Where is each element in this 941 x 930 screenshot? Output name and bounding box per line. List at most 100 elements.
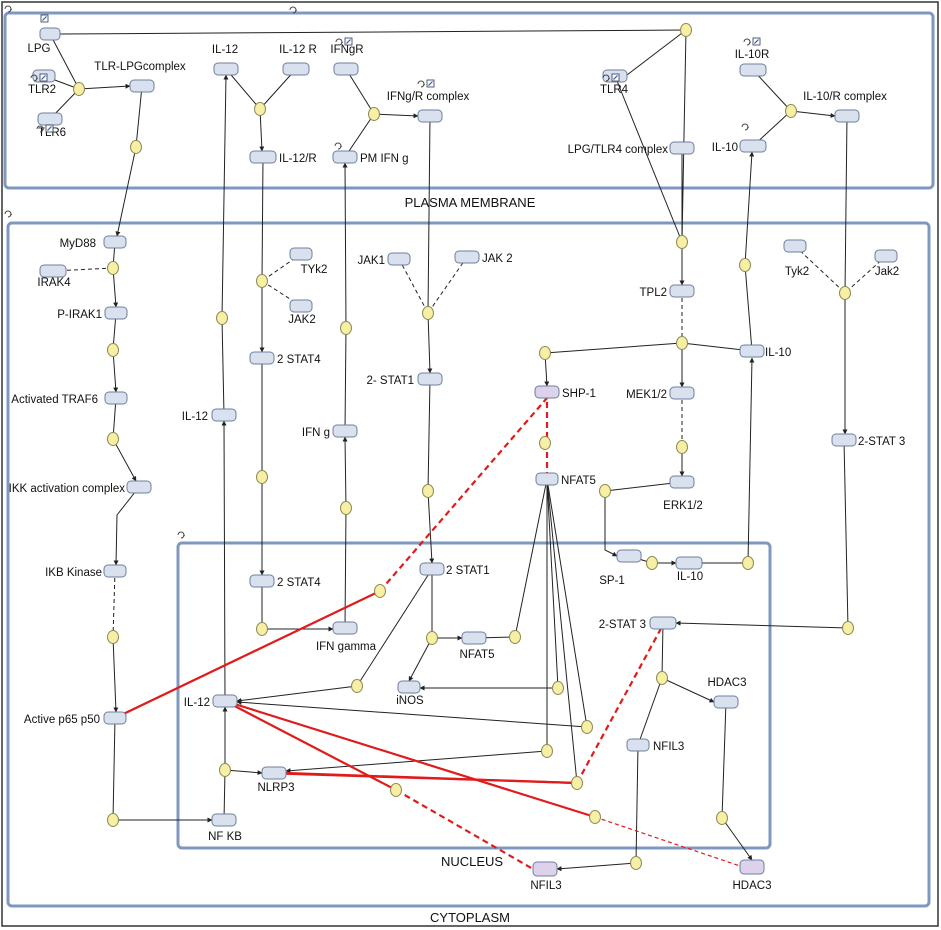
plasma-membrane-compartment[interactable]	[3, 11, 935, 190]
species-node-il10-nucleus[interactable]	[675, 556, 703, 570]
species-node-tlr6[interactable]	[37, 112, 63, 126]
process-node-p27[interactable]	[739, 258, 751, 272]
process-node-p3[interactable]	[130, 140, 142, 154]
species-node-lpg-tlr4-complex[interactable]	[669, 141, 695, 155]
species-node-ikk-activation-complex[interactable]	[126, 480, 152, 494]
species-node-hdac3-target[interactable]	[739, 859, 765, 875]
process-node-p12[interactable]	[107, 813, 119, 827]
process-node-p39[interactable]	[656, 671, 668, 685]
process-node-p21[interactable]	[426, 631, 438, 645]
process-node-p22[interactable]	[539, 346, 551, 360]
edge-81	[604, 491, 618, 557]
process-node-p5[interactable]	[368, 107, 380, 121]
process-node-p32[interactable]	[509, 630, 521, 644]
process-node-p11[interactable]	[107, 630, 119, 644]
species-node-nlrp3[interactable]	[261, 766, 287, 780]
species-node-il10-r-complex[interactable]	[834, 109, 860, 123]
process-node-p15[interactable]	[256, 470, 268, 484]
process-node-p13[interactable]	[216, 311, 228, 325]
species-node-il12-nucleus[interactable]	[212, 694, 238, 708]
species-node-ifn-gamma-nucleus[interactable]	[332, 621, 358, 635]
process-node-p1[interactable]	[680, 23, 692, 37]
species-node-ikb-kinase[interactable]	[103, 564, 127, 578]
species-node-ifngr[interactable]	[333, 62, 359, 76]
process-node-p31[interactable]	[742, 556, 754, 570]
process-node-p9[interactable]	[107, 343, 119, 357]
species-node-stat4-cytoplasm[interactable]	[249, 351, 275, 365]
species-node-inos[interactable]	[397, 680, 421, 694]
process-node-p17[interactable]	[340, 321, 352, 335]
process-node-p6[interactable]	[676, 235, 688, 249]
species-node-stat1-nucleus[interactable]	[419, 562, 445, 576]
species-node-stat1-cytoplasm[interactable]	[417, 372, 443, 386]
process-node-p28[interactable]	[839, 286, 851, 300]
species-node-pm-ifng[interactable]	[332, 150, 358, 164]
process-node-p10[interactable]	[107, 432, 119, 446]
process-node-p33[interactable]	[541, 744, 553, 758]
process-node-p41[interactable]	[351, 679, 363, 693]
species-node-stat3-cytoplasm[interactable]	[831, 433, 857, 447]
process-node-p19[interactable]	[422, 306, 434, 320]
species-node-tyk2-il10[interactable]	[783, 239, 807, 253]
species-node-il10-membrane[interactable]	[739, 139, 767, 153]
species-node-shp1[interactable]	[534, 385, 560, 399]
species-node-jak2-il12[interactable]	[289, 299, 313, 313]
process-node-p8[interactable]	[107, 261, 119, 275]
process-node-p38[interactable]	[630, 856, 642, 870]
process-node-p18[interactable]	[340, 501, 352, 515]
species-node-p-irak1[interactable]	[104, 306, 128, 320]
process-node-p34[interactable]	[552, 681, 564, 695]
species-node-ifng-cytoplasm[interactable]	[332, 424, 358, 438]
species-node-il10-cytoplasm[interactable]	[739, 344, 765, 358]
process-node-p29[interactable]	[842, 621, 854, 635]
process-node-p25[interactable]	[676, 336, 688, 350]
process-node-p36[interactable]	[571, 776, 583, 790]
species-node-ifng-r-complex[interactable]	[417, 109, 443, 123]
nucleus-compartment[interactable]	[176, 541, 772, 850]
process-node-p7[interactable]	[785, 104, 797, 118]
process-node-p35[interactable]	[581, 720, 593, 734]
species-node-irak4[interactable]	[39, 264, 67, 278]
species-node-lpg[interactable]	[39, 27, 61, 41]
process-node-p23[interactable]	[539, 436, 551, 450]
process-node-p30[interactable]	[646, 556, 658, 570]
species-node-il10r[interactable]	[739, 63, 767, 77]
species-node-nfat5-nucleus[interactable]	[461, 631, 487, 645]
species-node-il12-cytoplasm[interactable]	[211, 408, 237, 422]
process-node-p14[interactable]	[256, 274, 268, 288]
species-node-tyk2-il12[interactable]	[289, 247, 313, 261]
process-node-p42[interactable]	[374, 584, 386, 598]
process-node-p16[interactable]	[256, 622, 268, 636]
process-node-p26[interactable]	[676, 440, 688, 454]
species-node-il12-r-complex[interactable]	[249, 150, 277, 164]
process-node-p2[interactable]	[73, 82, 85, 96]
process-node-p40[interactable]	[716, 811, 728, 825]
species-node-hdac3-nucleus[interactable]	[713, 695, 739, 709]
species-node-nfkb[interactable]	[211, 813, 237, 827]
process-node-p20[interactable]	[422, 484, 434, 498]
process-node-p24[interactable]	[599, 484, 611, 498]
species-node-tlr-lpg-complex[interactable]	[129, 79, 155, 93]
species-node-myd88[interactable]	[103, 235, 127, 249]
process-node-p37[interactable]	[589, 810, 601, 824]
species-node-sp1[interactable]	[616, 549, 642, 563]
species-node-jak2-ifng[interactable]	[454, 250, 480, 264]
species-node-activated-traf6[interactable]	[104, 391, 128, 405]
species-node-active-p65-p50[interactable]	[103, 711, 127, 725]
species-node-jak1[interactable]	[387, 252, 411, 266]
process-node-p44[interactable]	[390, 783, 402, 797]
species-node-mek12[interactable]	[669, 386, 695, 400]
species-node-stat4-nucleus[interactable]	[249, 574, 275, 588]
species-node-il12r[interactable]	[282, 62, 310, 76]
process-node-p43[interactable]	[219, 763, 231, 777]
process-node-p4[interactable]	[254, 102, 266, 116]
species-node-jak2-il10[interactable]	[874, 249, 898, 263]
species-node-il12-membrane[interactable]	[213, 62, 239, 76]
species-node-nfil3-target[interactable]	[532, 861, 558, 877]
species-node-nfil3-nucleus[interactable]	[626, 738, 650, 752]
species-node-nfat5-cytoplasm[interactable]	[535, 472, 559, 486]
species-node-stat3-nucleus[interactable]	[649, 616, 677, 630]
cytoplasm-compartment[interactable]	[6, 221, 931, 908]
species-node-tpl2[interactable]	[669, 284, 695, 298]
species-node-erk12[interactable]	[669, 475, 695, 489]
